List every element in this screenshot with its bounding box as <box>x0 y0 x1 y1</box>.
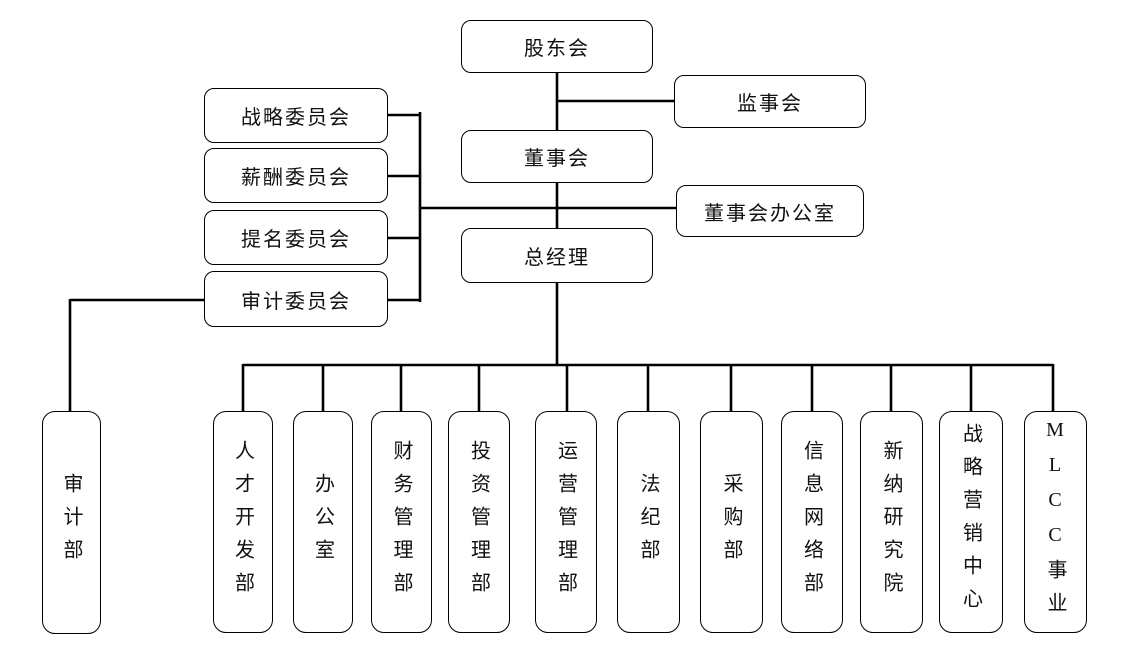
node-board-office: 董事会办公室 <box>676 185 864 237</box>
node-procurement-dept: 采购部 <box>700 411 763 633</box>
node-compensation-committee: 薪酬委员会 <box>204 148 388 203</box>
node-supervisory-board: 监事会 <box>674 75 866 128</box>
node-board-of-directors: 董事会 <box>461 130 653 183</box>
node-mlcc-business: MLCC事业 <box>1024 411 1087 633</box>
node-general-manager: 总经理 <box>461 228 653 283</box>
node-talent-development-dept: 人才开发部 <box>213 411 273 633</box>
node-strategy-committee: 战略委员会 <box>204 88 388 143</box>
node-operations-management-dept: 运营管理部 <box>535 411 597 633</box>
node-finance-management-dept: 财务管理部 <box>371 411 432 633</box>
node-office: 办公室 <box>293 411 353 633</box>
node-audit-committee: 审计委员会 <box>204 271 388 327</box>
node-legal-discipline-dept: 法纪部 <box>617 411 680 633</box>
node-audit-dept: 审计部 <box>42 411 101 634</box>
node-information-network-dept: 信息网络部 <box>781 411 843 633</box>
node-nomination-committee: 提名委员会 <box>204 210 388 265</box>
node-strategic-marketing-center: 战略营销中心 <box>939 411 1003 633</box>
node-shareholders: 股东会 <box>461 20 653 73</box>
node-investment-management-dept: 投资管理部 <box>448 411 510 633</box>
node-xinna-research-institute: 新纳研究院 <box>860 411 923 633</box>
